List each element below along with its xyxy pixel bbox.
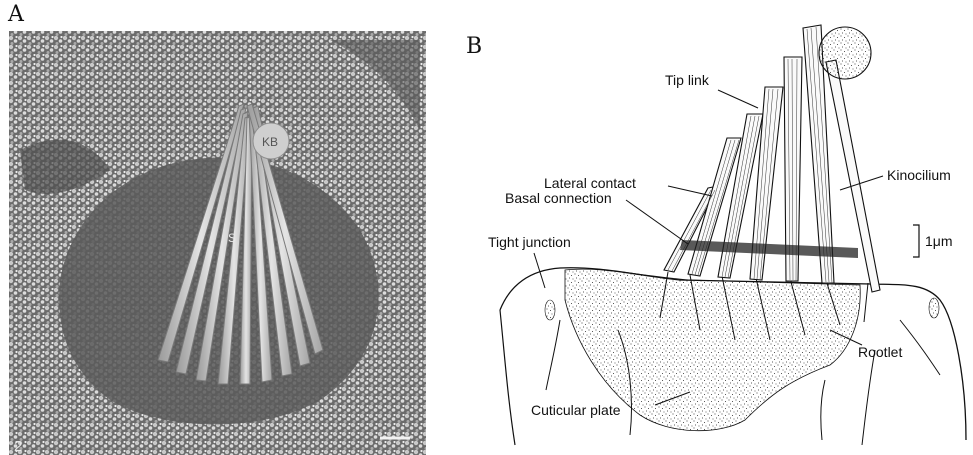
sem-micrograph: KB S 2 [9,31,426,455]
hair-cell-drawing: Tip link Kinocilium Lateral contact Basa… [488,25,966,445]
figure-number: 2 [14,438,22,455]
scale-label: 1μm [925,233,953,249]
tight-junction-label: Tight junction [488,234,571,250]
tip-link-label: Tip link [665,72,710,88]
kb-label: KB [262,135,278,149]
s-label: S [228,231,236,245]
kinocilium-label: Kinocilium [887,167,951,183]
cuticular-plate-label: Cuticular plate [531,402,621,418]
rootlet-label: Rootlet [858,344,902,360]
kinocilial-bulb-drawing [819,27,871,79]
lateral-contact-label: Lateral contact [544,175,636,191]
tight-junction-left [545,300,555,320]
basal-connection-label: Basal connection [505,190,612,206]
tight-junction-right [929,298,939,318]
scale-bracket [913,225,919,257]
